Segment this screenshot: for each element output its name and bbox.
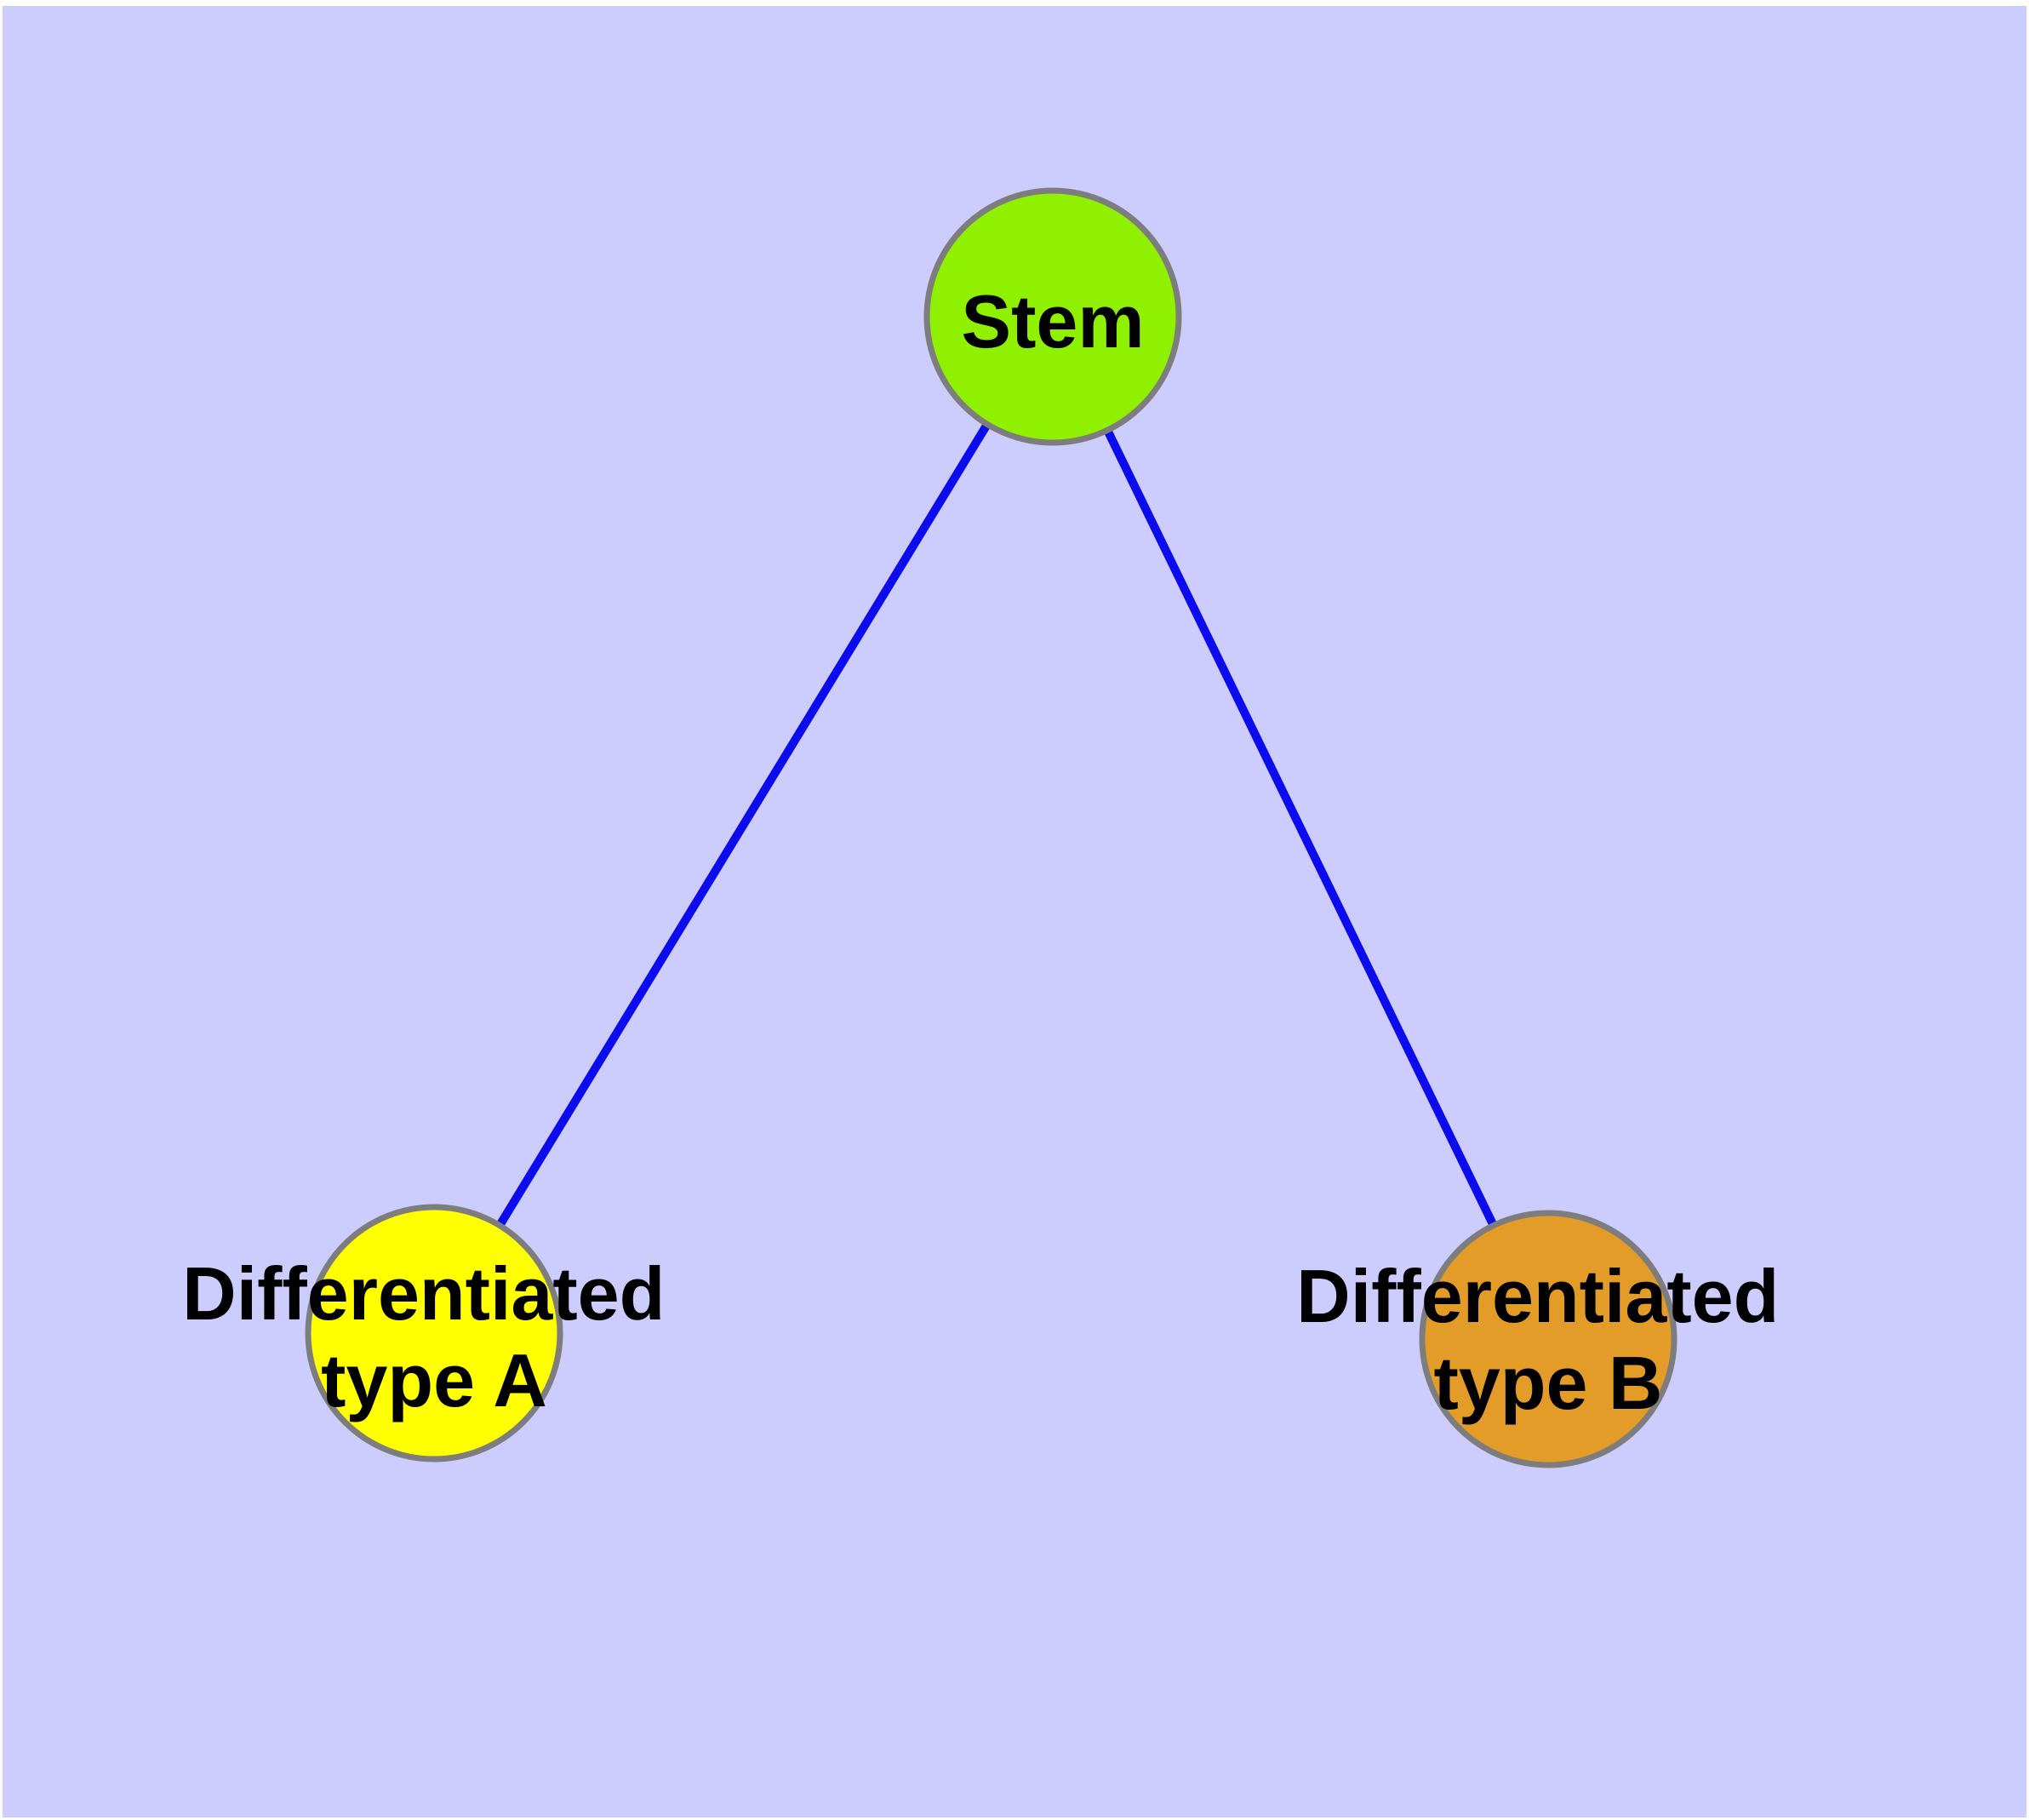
node-differentiated-type-a-label: Differentiated type A [182, 1251, 686, 1422]
node-differentiated-type-b-label-line1: Differentiated [1296, 1254, 1779, 1338]
node-differentiated-type-a [305, 1204, 563, 1462]
node-differentiated-type-a-label-line1: Differentiated [182, 1251, 665, 1336]
node-stem [923, 187, 1182, 446]
node-differentiated-type-b-label-line2: type B [1434, 1341, 1663, 1425]
node-stem-label: Stem [961, 279, 1144, 363]
edge-stem-to-type-a [496, 423, 991, 1227]
node-differentiated-type-b-label: Differentiated type B [1296, 1254, 1800, 1425]
node-differentiated-type-a-label-line2: type A [321, 1338, 547, 1422]
edge-stem-to-type-b [1104, 429, 1497, 1227]
node-differentiated-type-b [1419, 1210, 1677, 1468]
